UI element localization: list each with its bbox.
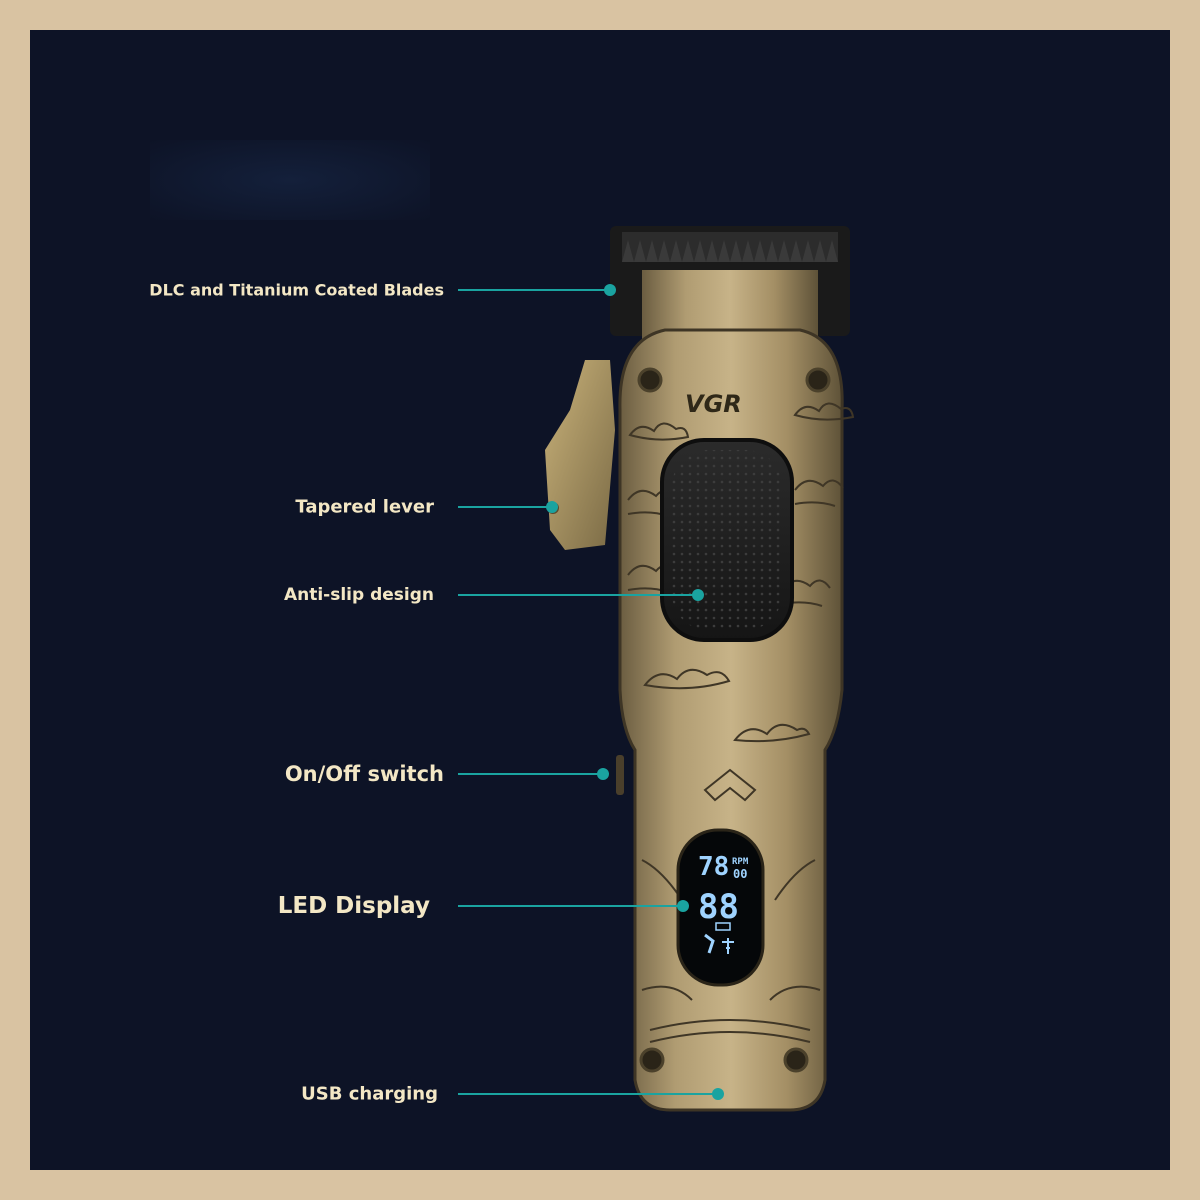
callout-line: [458, 905, 683, 907]
callout-dot: [712, 1088, 724, 1100]
callout-dot: [546, 501, 558, 513]
callout-label: LED Display: [277, 893, 430, 919]
callout-dot: [597, 768, 609, 780]
svg-text:RPM: RPM: [732, 857, 749, 867]
blade: [610, 226, 850, 340]
tapered-lever: [545, 360, 615, 550]
screws: [637, 367, 831, 1073]
callout-line: [458, 506, 552, 508]
callout-line: [458, 773, 603, 775]
callout-led: LED Display: [30, 886, 689, 926]
callout-label: Anti-slip design: [283, 585, 434, 605]
callout-usb: USB charging: [30, 1074, 724, 1114]
brand-logo: VGR: [685, 390, 742, 418]
callout-dot: [677, 900, 689, 912]
callout-dot: [604, 284, 616, 296]
callout-dot: [692, 589, 704, 601]
background-glow: [150, 140, 430, 220]
callout-label: Tapered lever: [295, 496, 434, 518]
svg-text:88: 88: [698, 887, 739, 927]
callout-line: [458, 289, 610, 291]
anti-slip-pad: [660, 438, 794, 642]
callout-line: [458, 1093, 718, 1095]
callout-label: DLC and Titanium Coated Blades: [149, 280, 444, 300]
product-frame: 78 RPM 00 88 VGR DLC and Titanium Coated…: [30, 30, 1170, 1170]
callout-label: On/Off switch: [284, 762, 444, 786]
callout-blades: DLC and Titanium Coated Blades: [30, 270, 630, 310]
callout-label: USB charging: [301, 1083, 438, 1105]
hair-clipper-illustration: 78 RPM 00 88 VGR: [545, 226, 855, 1112]
side-switch: [616, 755, 624, 795]
svg-text:00: 00: [733, 867, 747, 881]
led-display: 78 RPM 00 88: [676, 828, 765, 987]
callout-lever: Tapered lever: [30, 487, 630, 527]
callout-line: [458, 594, 698, 596]
callout-anti-slip: Anti-slip design: [30, 575, 704, 615]
callout-switch: On/Off switch: [30, 754, 630, 794]
svg-text:78: 78: [698, 852, 729, 882]
